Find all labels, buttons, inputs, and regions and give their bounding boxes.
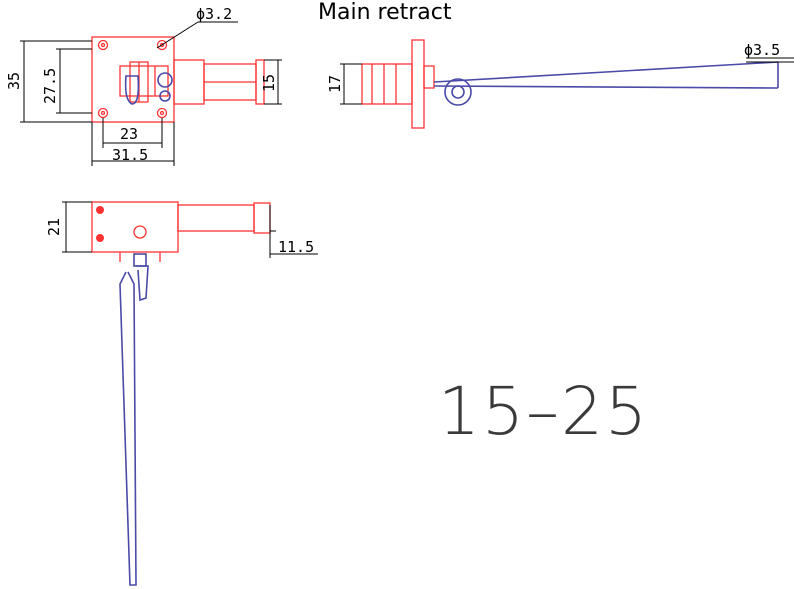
side-view-bolts — [96, 206, 104, 242]
size-range-label: 15–25 — [438, 373, 649, 450]
front-view-dimensions — [340, 57, 794, 105]
dim-front-body-height: 17 — [326, 75, 344, 93]
side-view-strut — [119, 253, 149, 586]
top-view: ϕ3.2 35 27.5 15 23 31.5 — [5, 5, 282, 166]
side-view-dimensions — [62, 201, 318, 258]
dim-side-body-height: 21 — [45, 218, 63, 236]
top-view-dimensions — [20, 21, 282, 166]
drawing-title: Main retract — [318, 0, 452, 25]
dim-overall-width: 31.5 — [112, 146, 148, 164]
top-view-body — [91, 36, 265, 123]
dim-hole-spacing-y: 27.5 — [41, 68, 59, 104]
top-view-wire — [124, 72, 173, 105]
side-view-body — [91, 201, 271, 262]
side-view: 21 11.5 — [45, 201, 318, 586]
front-view: 17 ϕ3.5 — [326, 39, 794, 129]
dim-cylinder-height-top: 15 — [260, 74, 278, 92]
dim-side-cylinder-height: 11.5 — [278, 238, 314, 256]
dim-overall-height: 35 — [5, 72, 23, 90]
front-view-body — [361, 39, 435, 129]
dim-hole-spacing-x: 23 — [120, 125, 138, 143]
front-view-wire — [433, 61, 779, 106]
dim-wire-dia: ϕ3.5 — [744, 41, 780, 59]
dim-hole-dia: ϕ3.2 — [196, 5, 232, 23]
